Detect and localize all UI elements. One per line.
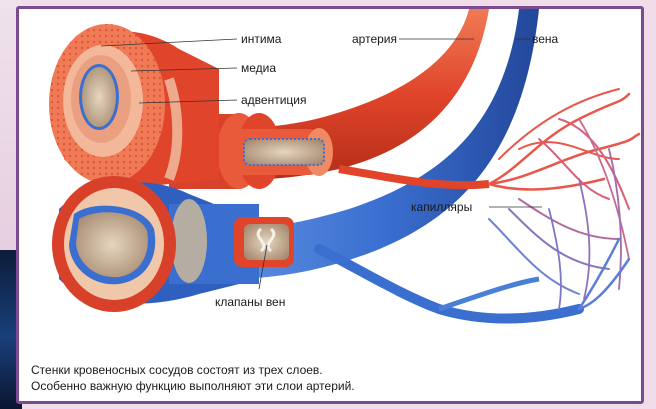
label-vein-valves: клапаны вен [215,295,285,309]
blood-vessels-diagram: интима медиа адвентиция артерия вена кап… [19,9,644,404]
label-vein: вена [532,32,559,46]
label-artery: артерия [352,32,397,46]
capillary-network [489,89,639,309]
label-capillaries: капилляры [411,200,472,214]
vein-cross-section [52,176,294,312]
caption: Стенки кровеносных сосудов состоят из тр… [31,362,631,394]
label-intima: интима [241,32,282,46]
label-media: медиа [241,61,276,75]
label-adventitia: адвентиция [241,93,307,107]
artery-cross-section [49,24,219,186]
caption-line-2: Особенно важную функцию выполняют эти сл… [31,378,631,394]
caption-line-1: Стенки кровеносных сосудов состоят из тр… [31,362,631,378]
diagram-frame: интима медиа адвентиция артерия вена кап… [16,6,644,404]
